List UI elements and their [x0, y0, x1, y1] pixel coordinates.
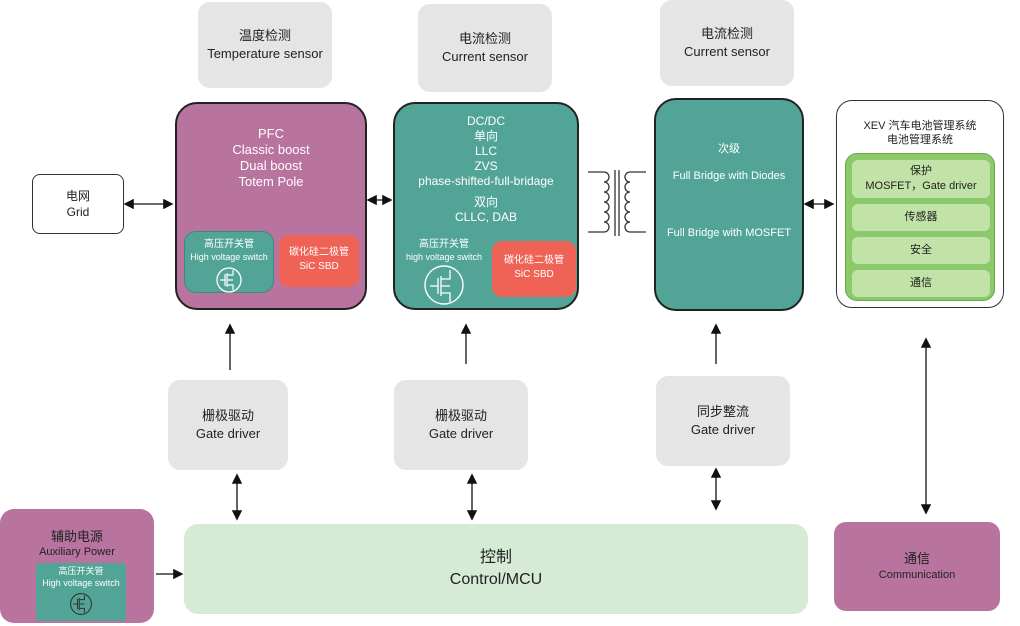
- bms-block: XEV 汽车电池管理系统 电池管理系统 保护 MOSFET，Gate drive…: [836, 100, 1004, 308]
- pfc-line-0: PFC: [258, 126, 284, 141]
- pfc-sic-sbd: 碳化硅二极管 SiC SBD: [279, 235, 359, 287]
- grid-box: 电网 Grid: [32, 174, 124, 234]
- aux-hv-switch-en: High voltage switch: [42, 578, 120, 588]
- current-sensor-box-2: 电流检测 Current sensor: [660, 0, 794, 86]
- communication-block: 通信 Communication: [834, 522, 1000, 611]
- temperature-sensor-box: 温度检测 Temperature sensor: [198, 2, 332, 88]
- aux-cn: 辅助电源: [50, 529, 103, 544]
- aux-en: Auxiliary Power: [39, 546, 115, 558]
- mosfet-icon: [216, 267, 242, 293]
- pfc-hv-switch-en: High voltage switch: [190, 252, 268, 262]
- bms-protect-cn: 保护: [910, 165, 932, 177]
- mosfet-icon: [424, 265, 464, 305]
- bms-title-1: XEV 汽车电池管理系统: [863, 120, 977, 132]
- secondary-title: 次级: [718, 143, 740, 155]
- dcdc-hv-switch: 高压开关管 high voltage switch: [399, 238, 489, 308]
- bms-protect: 保护 MOSFET，Gate driver: [852, 160, 990, 198]
- dcdc-line-3: ZVS: [474, 159, 498, 173]
- bms-protect-en: MOSFET，Gate driver: [865, 180, 977, 192]
- secondary-line-1: Full Bridge with Diodes: [672, 170, 786, 182]
- secondary-block: 次级 Full Bridge with Diodes Full Bridge w…: [654, 98, 804, 311]
- comm-en: Communication: [878, 568, 956, 581]
- dcdc-line-0: DC/DC: [467, 114, 505, 128]
- dcdc-sic-en: SiC SBD: [514, 269, 554, 280]
- dcdc-text: DC/DC 单向 LLC ZVS phase-shifted-full-brid…: [395, 114, 577, 225]
- mosfet-icon: [70, 593, 92, 615]
- dcdc-line-4: phase-shifted-full-bridage: [418, 174, 554, 188]
- bms-item-sensor-label: 传感器: [904, 211, 938, 223]
- control-cn: 控制: [479, 549, 512, 566]
- bms-item-comm-label: 通信: [910, 277, 932, 289]
- control-en: Control/MCU: [449, 571, 543, 588]
- gate-driver-2-cn: 栅极驱动: [434, 408, 487, 423]
- gate-driver-1-cn: 栅极驱动: [201, 408, 254, 423]
- dcdc-bidir-1: CLLC, DAB: [454, 210, 518, 224]
- gate-driver-1: 栅极驱动 Gate driver: [168, 380, 288, 470]
- sync-rectifier-driver: 同步整流 Gate driver: [656, 376, 790, 466]
- pfc-sic-en: SiC SBD: [299, 261, 339, 272]
- dcdc-hv-switch-en: high voltage switch: [405, 252, 483, 262]
- current-sensor-1-cn: 电流检测: [458, 31, 511, 46]
- grid-en: Grid: [66, 205, 90, 219]
- temperature-sensor-cn: 温度检测: [238, 28, 291, 43]
- pfc-block: PFC Classic boost Dual boost Totem Pole …: [175, 102, 367, 310]
- dcdc-line-1: 单向: [473, 129, 498, 143]
- sync-rectifier-en: Gate driver: [690, 422, 756, 437]
- secondary-line-2: Full Bridge with MOSFET: [666, 227, 792, 239]
- pfc-sic-cn: 碳化硅二极管: [289, 247, 349, 258]
- current-sensor-box-1: 电流检测 Current sensor: [418, 4, 552, 92]
- pfc-hv-switch-cn: 高压开关管: [204, 239, 254, 250]
- comm-cn: 通信: [903, 550, 930, 566]
- bms-item-comm: 通信: [852, 270, 990, 297]
- pfc-hv-switch: 高压开关管 High voltage switch: [184, 231, 274, 293]
- bms-item-safety: 安全: [852, 237, 990, 264]
- pfc-line-2: Dual boost: [239, 158, 303, 173]
- gate-driver-1-en: Gate driver: [195, 426, 261, 441]
- gate-driver-2-en: Gate driver: [428, 426, 494, 441]
- bms-item-safety-label: 安全: [910, 244, 932, 256]
- bms-panel: 保护 MOSFET，Gate driver 传感器 安全 通信: [845, 153, 995, 301]
- current-sensor-2-en: Current sensor: [684, 44, 770, 59]
- pfc-line-1: Classic boost: [232, 142, 310, 157]
- current-sensor-2-cn: 电流检测: [700, 26, 753, 41]
- aux-hv-switch: 高压开关管 High voltage switch: [36, 563, 126, 621]
- pfc-line-3: Totem Pole: [238, 174, 304, 189]
- temperature-sensor-en: Temperature sensor: [207, 46, 323, 61]
- dcdc-sic-cn: 碳化硅二极管: [504, 255, 564, 266]
- grid-cn: 电网: [65, 189, 90, 203]
- dcdc-sic-sbd: 碳化硅二极管 SiC SBD: [492, 241, 576, 297]
- pfc-text: PFC Classic boost Dual boost Totem Pole: [177, 126, 365, 190]
- sync-rectifier-cn: 同步整流: [696, 404, 749, 419]
- dcdc-block: DC/DC 单向 LLC ZVS phase-shifted-full-brid…: [393, 102, 579, 310]
- current-sensor-1-en: Current sensor: [442, 49, 528, 64]
- dcdc-bidir-0: 双向: [473, 195, 498, 209]
- control-mcu-block: 控制 Control/MCU: [184, 524, 808, 614]
- aux-hv-switch-cn: 高压开关管: [58, 566, 104, 576]
- bms-item-sensor: 传感器: [852, 204, 990, 231]
- bms-title-2: 电池管理系统: [887, 134, 953, 146]
- gate-driver-2: 栅极驱动 Gate driver: [394, 380, 528, 470]
- auxiliary-power-block: 辅助电源 Auxiliary Power 高压开关管 High voltage …: [0, 509, 154, 623]
- dcdc-hv-switch-cn: 高压开关管: [419, 239, 469, 250]
- dcdc-line-2: LLC: [474, 144, 497, 158]
